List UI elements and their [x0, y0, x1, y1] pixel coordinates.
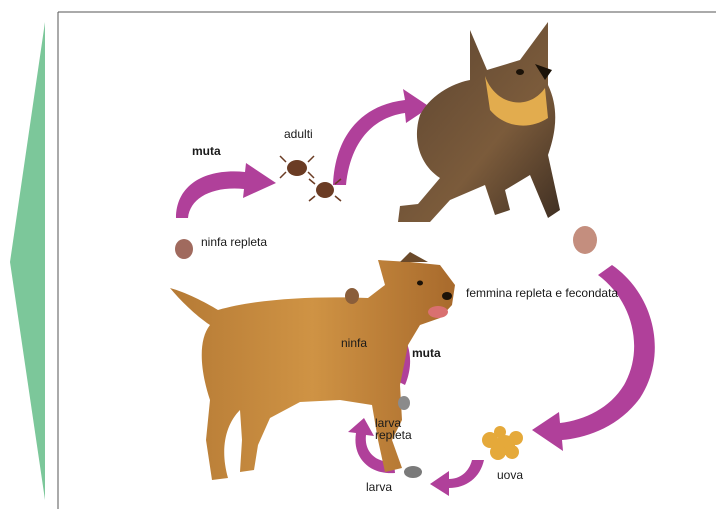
eggs-icon — [482, 426, 523, 460]
arrow-molt-to-adults — [176, 163, 276, 218]
label-nymph: ninfa — [341, 337, 367, 350]
label-eggs: uova — [497, 469, 523, 482]
label-adults: adulti — [284, 128, 313, 141]
arrow-eggs-to-larva — [430, 460, 484, 496]
arrow-adults-to-host — [333, 89, 430, 185]
label-molt-top: muta — [192, 145, 221, 158]
engorged-female-icon — [573, 226, 597, 254]
label-engorged-nymph: ninfa repleta — [201, 236, 267, 249]
label-larva: larva — [366, 481, 392, 494]
adult-tick-icon-1 — [280, 156, 314, 178]
label-molt-middle: muta — [412, 347, 441, 360]
lower-dog-illustration — [170, 252, 455, 480]
label-engorged-larva-line2: repleta — [375, 429, 412, 442]
nymph-icon — [345, 288, 359, 304]
adult-tick-icon-2 — [309, 179, 341, 201]
accent-chevron — [10, 22, 45, 500]
larva-icon — [404, 466, 422, 478]
label-engorged-female: femmina repleta e fecondata — [466, 287, 618, 300]
engorged-nymph-icon — [175, 239, 193, 259]
engorged-larva-icon — [398, 396, 410, 410]
upper-dog-illustration — [398, 22, 560, 222]
